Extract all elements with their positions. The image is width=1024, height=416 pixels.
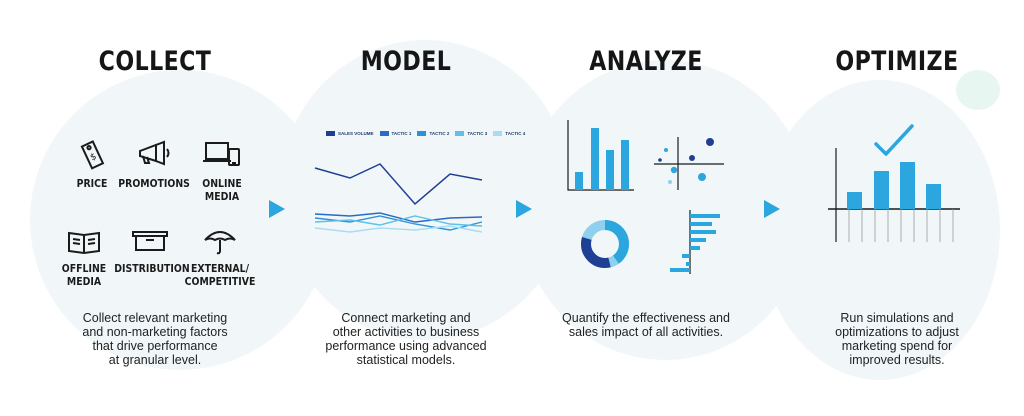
legend-label: TACTIC 3 (467, 131, 488, 136)
checkmark-icon (874, 124, 914, 156)
legend-item: TACTIC 1 (379, 131, 412, 136)
legend-label: TACTIC 1 (391, 131, 412, 136)
hbar (686, 262, 690, 266)
model-line-chart (314, 163, 483, 233)
legend-item: SALES VOLUME (326, 131, 374, 136)
scatter-point (664, 148, 668, 152)
stage-title: ANALYZE (589, 46, 703, 77)
donut-segment (581, 220, 629, 268)
scatter-point (668, 180, 672, 184)
stage-title: OPTIMIZE (835, 46, 959, 77)
stage-description: Connect marketing and other activities t… (325, 311, 487, 367)
factor-distribution: DISTRIBUTION (108, 226, 192, 275)
legend-swatch (326, 131, 335, 136)
package-icon (132, 231, 168, 251)
hbar (682, 254, 690, 258)
legend-item: TACTIC 3 (455, 131, 487, 136)
scatter-point (689, 155, 695, 161)
legend-swatch (379, 131, 389, 136)
factor-external-competitive: EXTERNAL/COMPETITIVE (178, 226, 262, 288)
stage-model: MODEL Connect marketing and other activi… (296, 0, 516, 416)
hbar (690, 222, 712, 226)
newspaper-icon (68, 231, 100, 255)
series-line-sales-volume (314, 163, 483, 206)
series-line-tactic-1 (314, 212, 483, 223)
optimize-bar-chart (828, 124, 960, 242)
legend-label: TACTIC 4 (505, 131, 526, 136)
bar (926, 184, 941, 209)
flow-arrow (269, 200, 285, 218)
stage-analyze: ANALYZE Quantify the effectiveness and s… (546, 0, 746, 416)
factor-price: $ PRICE (50, 137, 134, 190)
hbar (670, 268, 690, 272)
legend-item: TACTIC 2 (417, 131, 449, 136)
flow-arrow (764, 200, 780, 218)
factor-label: EXTERNAL/COMPETITIVE (184, 262, 256, 288)
background-blob (760, 80, 1000, 380)
bar (621, 140, 629, 190)
factor-label: PROMOTIONS (118, 177, 190, 190)
megaphone-icon (139, 140, 170, 166)
bar (874, 171, 889, 209)
analyze-bar-chart (567, 120, 634, 191)
analyze-horizontal-bar-chart (670, 210, 720, 274)
svg-text:$: $ (89, 152, 98, 163)
bar (847, 192, 862, 209)
hbar (690, 230, 716, 234)
hbar (690, 238, 706, 242)
factor-label: DISTRIBUTION (114, 262, 190, 275)
stage-collect: COLLECT $ PRICE PROMOTIONS (50, 0, 260, 416)
model-legend: SALES VOLUME TACTIC 1 TACTIC 2 TACTIC 3 … (326, 131, 525, 136)
stage-optimize: OPTIMIZE Run simulations and optimizatio… (792, 0, 1002, 416)
bar (900, 162, 915, 209)
stage-description: Quantify the effectiveness and sales imp… (562, 311, 730, 339)
stage-title: COLLECT (98, 46, 212, 77)
scatter-point (670, 166, 678, 174)
legend-swatch (417, 131, 427, 136)
donut-segment (581, 220, 629, 268)
bar (591, 128, 599, 190)
bar (606, 150, 614, 190)
legend-swatch (493, 131, 503, 136)
legend-swatch (455, 131, 465, 136)
scatter-point (698, 173, 706, 181)
umbrella-icon (204, 231, 236, 255)
legend-label: SALES VOLUME (338, 131, 374, 136)
background-blob (30, 70, 330, 370)
scatter-point (706, 138, 714, 146)
legend-item: TACTIC 4 (493, 131, 525, 136)
series-line-tactic-3 (314, 215, 483, 227)
devices-icon (203, 142, 240, 166)
flow-arrow (516, 200, 532, 218)
scatter-point (658, 158, 662, 162)
factor-promotions: PROMOTIONS (112, 137, 196, 190)
analyze-scatter-plot (654, 137, 724, 190)
stage-description: Run simulations and optimizations to adj… (835, 311, 959, 367)
accent-dot (956, 70, 1000, 110)
series-line-tactic-4 (314, 225, 483, 233)
hbar (690, 214, 720, 218)
analyze-donut-chart (581, 220, 629, 268)
hbar (690, 246, 700, 250)
bar (575, 172, 583, 190)
legend-label: TACTIC 2 (429, 131, 450, 136)
stage-title: MODEL (360, 46, 452, 77)
factor-label: PRICE (76, 177, 108, 190)
price-tag-icon: $ (80, 140, 105, 170)
stage-description: Collect relevant marketing and non-marke… (82, 311, 228, 367)
